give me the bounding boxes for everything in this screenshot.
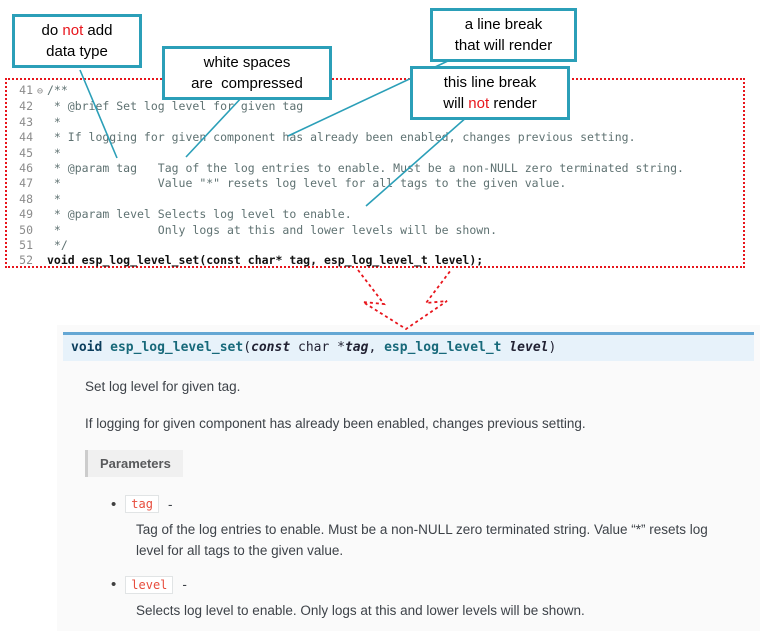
line-number: 47 [19, 176, 33, 191]
line-number: 42 [19, 99, 33, 114]
callout-whitespace: white spaces are compressed [162, 46, 332, 100]
parameters-rubric: Parameters [85, 450, 183, 478]
sig-param-tag: tag [344, 340, 369, 355]
line-number: 44 [19, 130, 33, 145]
param-list: • tag - Tag of the log entries to enable… [111, 495, 744, 622]
code-text: * If logging for given component has alr… [47, 130, 636, 145]
param-dash: - [182, 577, 187, 593]
bullet-icon: • [111, 576, 117, 594]
param-name-literal: tag [125, 495, 159, 514]
details-paragraph: If logging for given component has alrea… [85, 415, 586, 431]
code-text: * [47, 114, 61, 129]
sig-const-keyword: const [251, 340, 291, 355]
fold-icon: ⊖ [36, 86, 44, 97]
callout-whitespace-line1: white spaces [203, 54, 291, 71]
param-head: • level - [111, 575, 744, 594]
param-desc: Selects log level to enable. Only logs a… [136, 602, 585, 618]
param-name-literal: level [125, 575, 174, 594]
code-text: */ [47, 238, 68, 253]
param-head: • tag - [111, 495, 744, 514]
code-line-45: 45 * [7, 146, 743, 161]
line-number: 49 [19, 207, 33, 222]
code-line-50: 50 * Only logs at this and lower levels … [7, 223, 743, 238]
brief-paragraph: Set log level for given tag. [85, 379, 241, 394]
code-line-48: 48 * [7, 192, 743, 207]
param-item-tag: • tag - Tag of the log entries to enable… [111, 495, 744, 562]
line-number: 51 [19, 238, 33, 253]
code-text: * Only logs at this and lower levels wil… [47, 222, 498, 237]
code-text: * [47, 191, 61, 206]
code-text: * [47, 145, 61, 160]
callout-no-datatype-line2: data type [46, 43, 108, 60]
doc-body: Set log level for given tag. If logging … [57, 377, 760, 622]
code-text: * Value "*" resets log level for all tag… [47, 176, 567, 191]
rendered-doc-panel: void esp_log_level_set(const char *tag, … [57, 325, 760, 631]
line-number: 45 [19, 145, 33, 160]
callout-break-renders: a line break that will render [430, 8, 577, 62]
function-signature: void esp_log_level_set(const char *tag, … [63, 332, 754, 361]
code-line-52: 52 void esp_log_level_set(const char* tag… [7, 253, 743, 268]
red-not-text: not [468, 95, 490, 112]
code-text: /** [47, 83, 68, 97]
param-desc: Tag of the log entries to enable. Must b… [136, 522, 708, 559]
callout-break-norender-line2: will not render [443, 95, 537, 112]
code-line-46: 46 * @param tag Tag of the log entries t… [7, 161, 743, 176]
code-line-44: 44 * If logging for given component has … [7, 130, 743, 145]
param-dash: - [167, 496, 173, 512]
callout-break-norender: this line break will not render [410, 66, 570, 120]
code-line-51: 51 */ [7, 238, 743, 253]
code-line-43: 43 * [7, 115, 743, 130]
code-editor-snippet: 41⊖/** 42 * @brief Set log level for giv… [5, 78, 745, 268]
callout-break-renders-line2: that will render [454, 37, 553, 54]
code-line-41: 41⊖/** [7, 83, 743, 99]
code-line-49: 49 * @param level Selects log level to e… [7, 207, 743, 222]
sig-type-esp-log-level-t: esp_log_level_t [384, 340, 510, 355]
code-text: void esp_log_level_set(const char* tag, … [47, 253, 484, 268]
sig-function-name: esp_log_level_set [110, 340, 244, 355]
callout-break-renders-line1: a line break [464, 16, 543, 33]
line-number: 50 [19, 222, 33, 237]
callout-break-norender-line1: this line break [443, 74, 537, 91]
callout-no-datatype: do not add data type [12, 14, 142, 68]
code-text: * @brief Set log level for given tag [47, 99, 304, 114]
red-not-text: not [62, 22, 84, 39]
sig-param-level: level [509, 340, 549, 355]
line-number: 46 [19, 161, 33, 176]
callout-no-datatype-line1: do not add [41, 22, 113, 39]
code-text: * @param tag Tag of the log entries to e… [47, 161, 684, 176]
line-number: 41 [19, 83, 33, 97]
callout-whitespace-line2: are compressed [191, 75, 303, 92]
param-item-level: • level - Selects log level to enable. O… [111, 575, 744, 622]
sig-return-type: void [71, 340, 111, 355]
code-line-42: 42 * @brief Set log level for given tag [7, 99, 743, 114]
code-text: * @param level Selects log level to enab… [47, 207, 352, 222]
code-line-47: 47 * Value "*" resets log level for all … [7, 176, 743, 191]
bullet-icon: • [111, 495, 117, 513]
line-number: 43 [19, 114, 33, 129]
flow-arrow-code-to-doc [357, 269, 452, 331]
line-number: 52 [19, 253, 33, 268]
line-number: 48 [19, 191, 33, 206]
